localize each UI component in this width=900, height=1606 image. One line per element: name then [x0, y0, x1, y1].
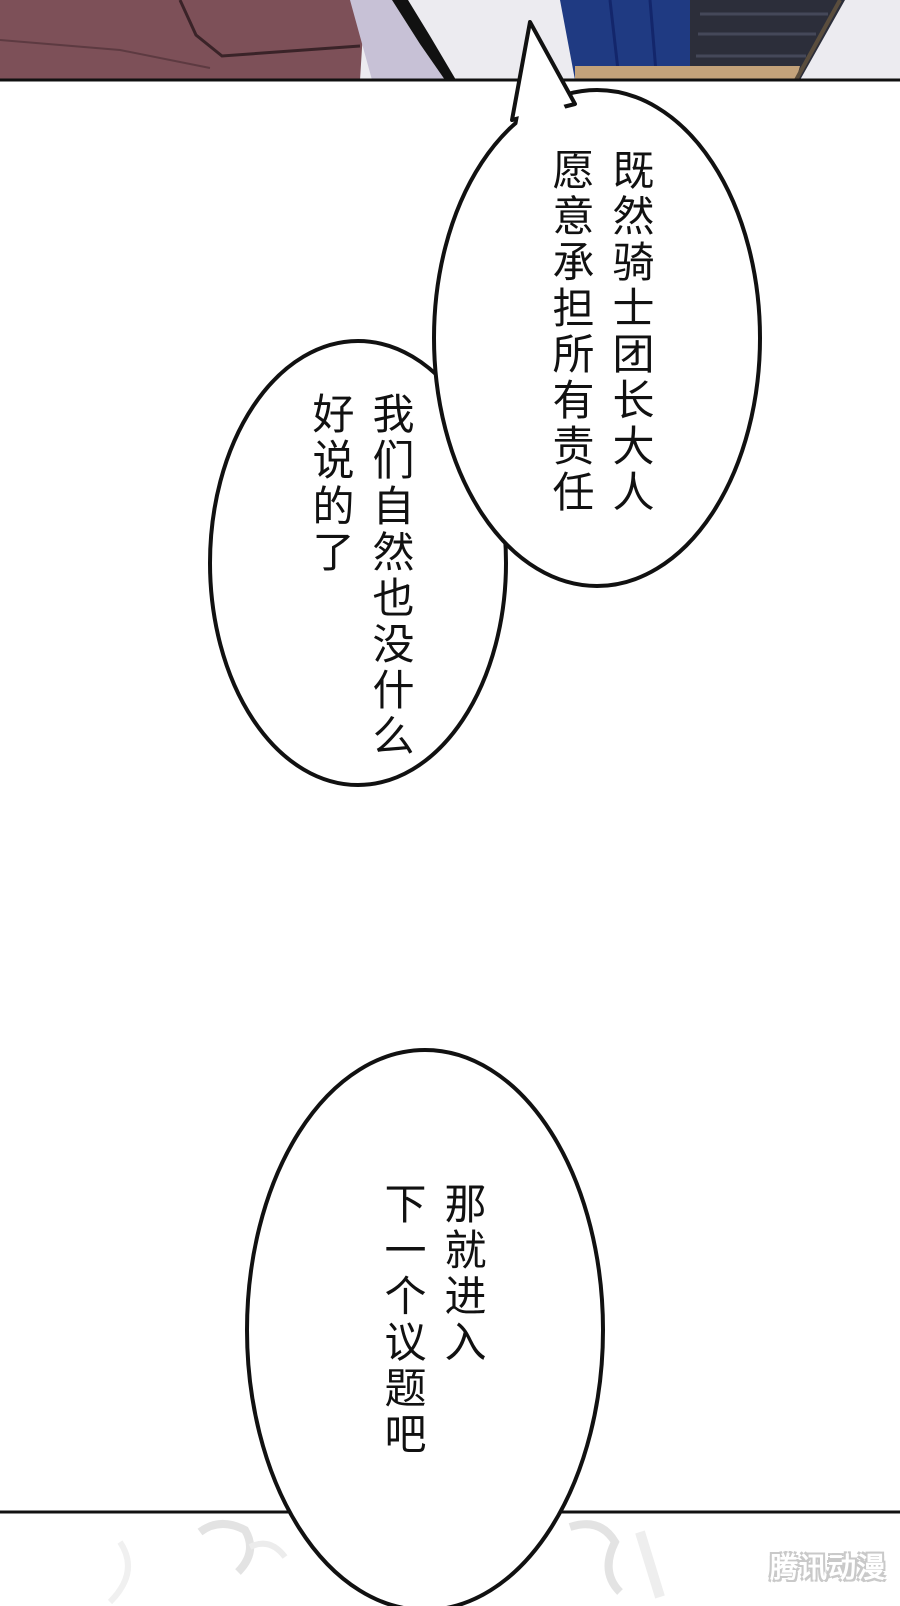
knight-dialogue-line-2: 愿意承担所有责任: [546, 148, 595, 516]
top-panel-illustration: [0, 0, 900, 80]
next-topic-line-2: 下一个议题吧: [378, 1182, 427, 1458]
reply-dialogue-line-2: 好说的了: [306, 392, 355, 576]
next-topic-dialogue: 那就进入 下一个议题吧: [372, 1182, 492, 1458]
reply-dialogue: 我们自然也没什么 好说的了: [300, 392, 420, 760]
knight-dialogue: 既然骑士团长大人 愿意承担所有责任: [540, 148, 660, 516]
speech-bubble-reply: [208, 339, 508, 787]
speech-bubble-knight: [432, 20, 762, 588]
reply-dialogue-line-1: 我们自然也没什么: [366, 392, 415, 760]
speech-bubble-next: [245, 1048, 605, 1606]
knight-dialogue-line-1: 既然骑士团长大人: [606, 148, 655, 516]
top-panel-art: [0, 0, 900, 80]
watermark-logo: 腾讯动漫: [769, 1551, 886, 1584]
next-topic-line-1: 那就进入: [438, 1182, 487, 1366]
